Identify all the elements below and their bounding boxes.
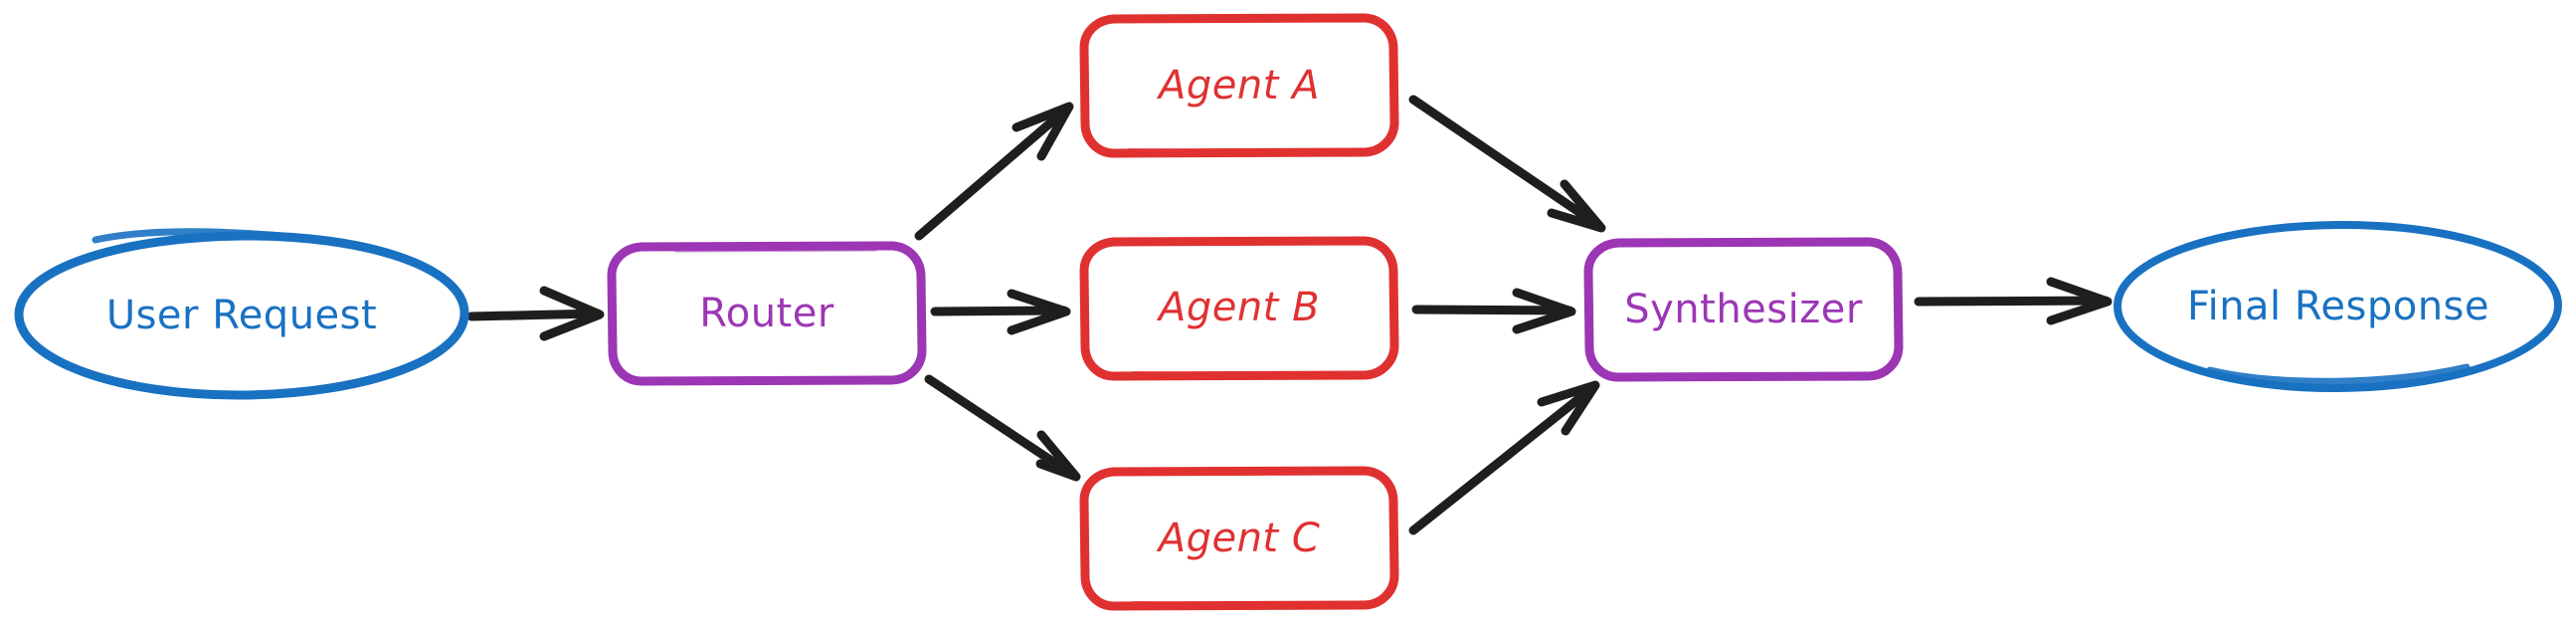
node-layer: User Request Router Agent A Agent B (14, 13, 2563, 611)
node-synthesizer[interactable]: Synthesizer (1583, 237, 1904, 382)
node-label-synthesizer: Synthesizer (1624, 287, 1863, 332)
edge-router-to-agent-c[interactable] (924, 374, 1081, 482)
node-label-user-request: User Request (106, 293, 377, 338)
node-label-router: Router (699, 291, 834, 336)
edge-router-to-agent-a[interactable] (914, 102, 1074, 241)
node-user-request[interactable]: User Request (14, 228, 469, 400)
edge-agent-a-to-synthesizer[interactable] (1408, 95, 1606, 233)
node-agent-c[interactable]: Agent C (1079, 466, 1399, 611)
edge-agent-b-to-synthesizer[interactable] (1411, 288, 1576, 334)
node-label-agent-b: Agent B (1156, 285, 1320, 330)
node-label-agent-c: Agent C (1156, 516, 1321, 561)
edge-user-request-to-router[interactable] (466, 286, 605, 341)
node-final-response[interactable]: Final Response (2113, 220, 2563, 393)
node-label-agent-a: Agent A (1156, 63, 1320, 108)
edge-layer (466, 95, 2113, 535)
edge-agent-c-to-synthesizer[interactable] (1408, 380, 1600, 535)
edge-synthesizer-to-final-response[interactable] (1914, 277, 2113, 325)
node-label-final-response: Final Response (2187, 284, 2489, 329)
node-agent-a[interactable]: Agent A (1079, 13, 1399, 158)
edge-router-to-agent-b[interactable] (930, 289, 1071, 335)
node-router[interactable]: Router (607, 241, 927, 386)
node-agent-b[interactable]: Agent B (1079, 236, 1399, 381)
